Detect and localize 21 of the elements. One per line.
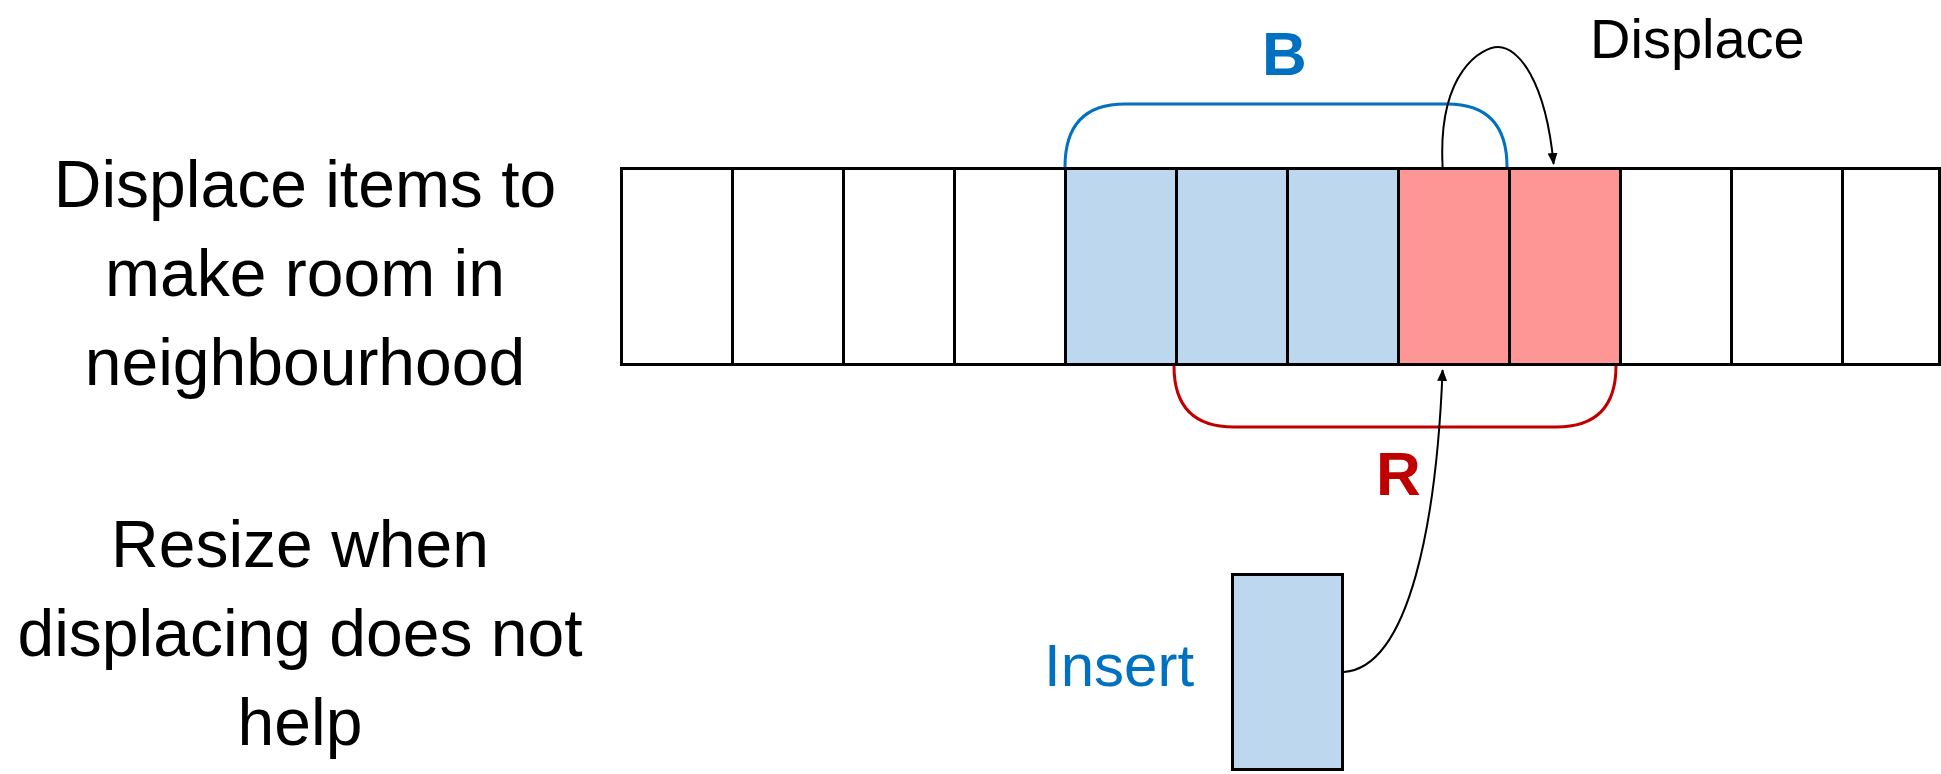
array-slot	[842, 167, 956, 366]
array-slot	[1175, 167, 1289, 366]
array-slot	[1619, 167, 1733, 366]
array-slot	[731, 167, 845, 366]
description-text: Resize when displacing does not help	[16, 506, 584, 762]
arrow	[1343, 369, 1447, 673]
edge-label: Displace	[1590, 8, 1805, 70]
insert-label: Insert	[1044, 633, 1195, 699]
array-slot	[1730, 167, 1844, 366]
array-slot	[1508, 167, 1622, 366]
array-slot	[1286, 167, 1400, 366]
description-text: Displace items to make room in neighbourhood	[52, 146, 558, 402]
bracket-label: B	[1262, 20, 1307, 89]
array-slot	[1397, 167, 1511, 366]
arrow	[1441, 46, 1558, 168]
insert-item-box	[1231, 573, 1344, 771]
array-slot	[620, 167, 734, 366]
bracket-label: R	[1376, 440, 1421, 509]
array-slot	[1841, 167, 1941, 366]
array-slot	[953, 167, 1067, 366]
array-slot	[1064, 167, 1178, 366]
